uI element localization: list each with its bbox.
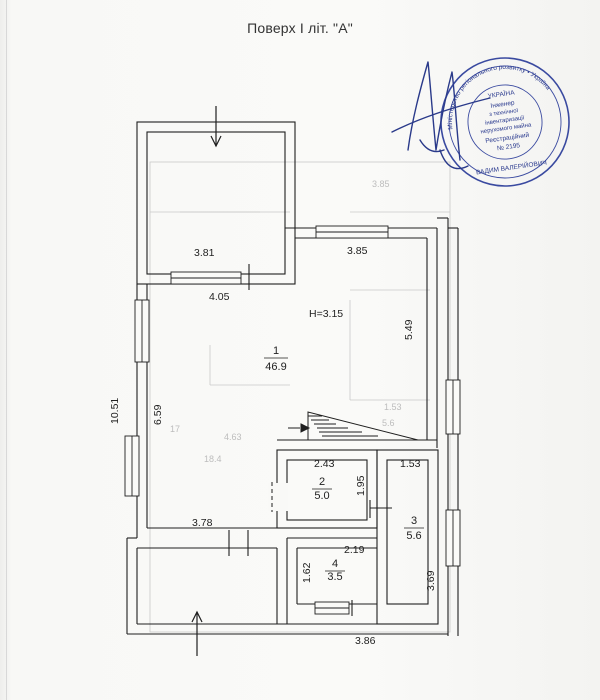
height-mark: H=3.15 <box>309 308 343 320</box>
dimension-label: 3.78 <box>192 517 213 529</box>
stamp-text: ВАДИМ ВАЛЕРІЙОВИЧ <box>475 158 547 177</box>
faint-label: 3.85 <box>372 179 390 189</box>
faint-label: 17 <box>170 424 180 434</box>
dimension-label: 1.95 <box>355 475 367 496</box>
room-number: 4 <box>332 558 338 570</box>
dimension-label: 5.49 <box>403 319 415 340</box>
openings <box>268 483 288 511</box>
signature <box>391 61 491 170</box>
entrance-arrow-top <box>210 106 222 148</box>
dimension-label: 3.85 <box>347 245 368 257</box>
room-number: 1 <box>273 345 279 357</box>
dimension-label: 3.86 <box>355 635 376 647</box>
walls <box>126 121 459 636</box>
dimension-label: 6.59 <box>152 404 164 425</box>
room-2-label: 2 5.0 <box>312 476 332 502</box>
dimension-label: 10.51 <box>109 398 121 424</box>
room-number: 3 <box>411 515 417 527</box>
dimension-label: 2.19 <box>344 544 365 556</box>
windows <box>124 225 461 615</box>
entrance-arrow-bottom <box>191 610 203 656</box>
room-area: 5.6 <box>406 530 421 542</box>
room-area: 46.9 <box>265 361 286 373</box>
room-3-label: 3 5.6 <box>404 515 424 542</box>
stamp-text: Інженер <box>490 99 515 109</box>
official-stamp: Міністерство регіонального розвитку • Ук… <box>439 57 570 187</box>
staircase <box>288 411 419 441</box>
faint-label: 4.63 <box>224 432 242 442</box>
dimension-label: 4.05 <box>209 291 230 303</box>
room-number: 2 <box>319 476 325 488</box>
stamp-text: з технічної <box>489 108 519 118</box>
page-edge <box>6 0 7 700</box>
door-ticks <box>228 264 392 616</box>
dimension-label: 1.62 <box>301 562 313 583</box>
dimension-label: 2.43 <box>314 458 335 470</box>
dimension-label: 3.81 <box>194 247 215 259</box>
faint-label: 18.4 <box>204 454 222 464</box>
stamp-text: УКРАЇНА <box>487 88 515 100</box>
stamp-text: № 2195 <box>497 142 521 152</box>
dimension-label: 1.53 <box>400 458 421 470</box>
dimension-label: 3.69 <box>425 570 437 591</box>
room-area: 5.0 <box>314 490 329 502</box>
faint-label: 1.53 <box>384 402 402 412</box>
room-4-label: 4 3.5 <box>325 558 345 583</box>
bleed-through-drawing: 3.85 1.53 5.6 17 18.4 4.63 <box>149 161 451 633</box>
stamp-text: інвентаризації <box>485 115 525 127</box>
room-1-label: 1 46.9 <box>264 345 288 373</box>
page-title: Поверх I літ. "А" <box>247 20 353 36</box>
room-area: 3.5 <box>327 571 342 583</box>
faint-label: 5.6 <box>382 418 395 428</box>
